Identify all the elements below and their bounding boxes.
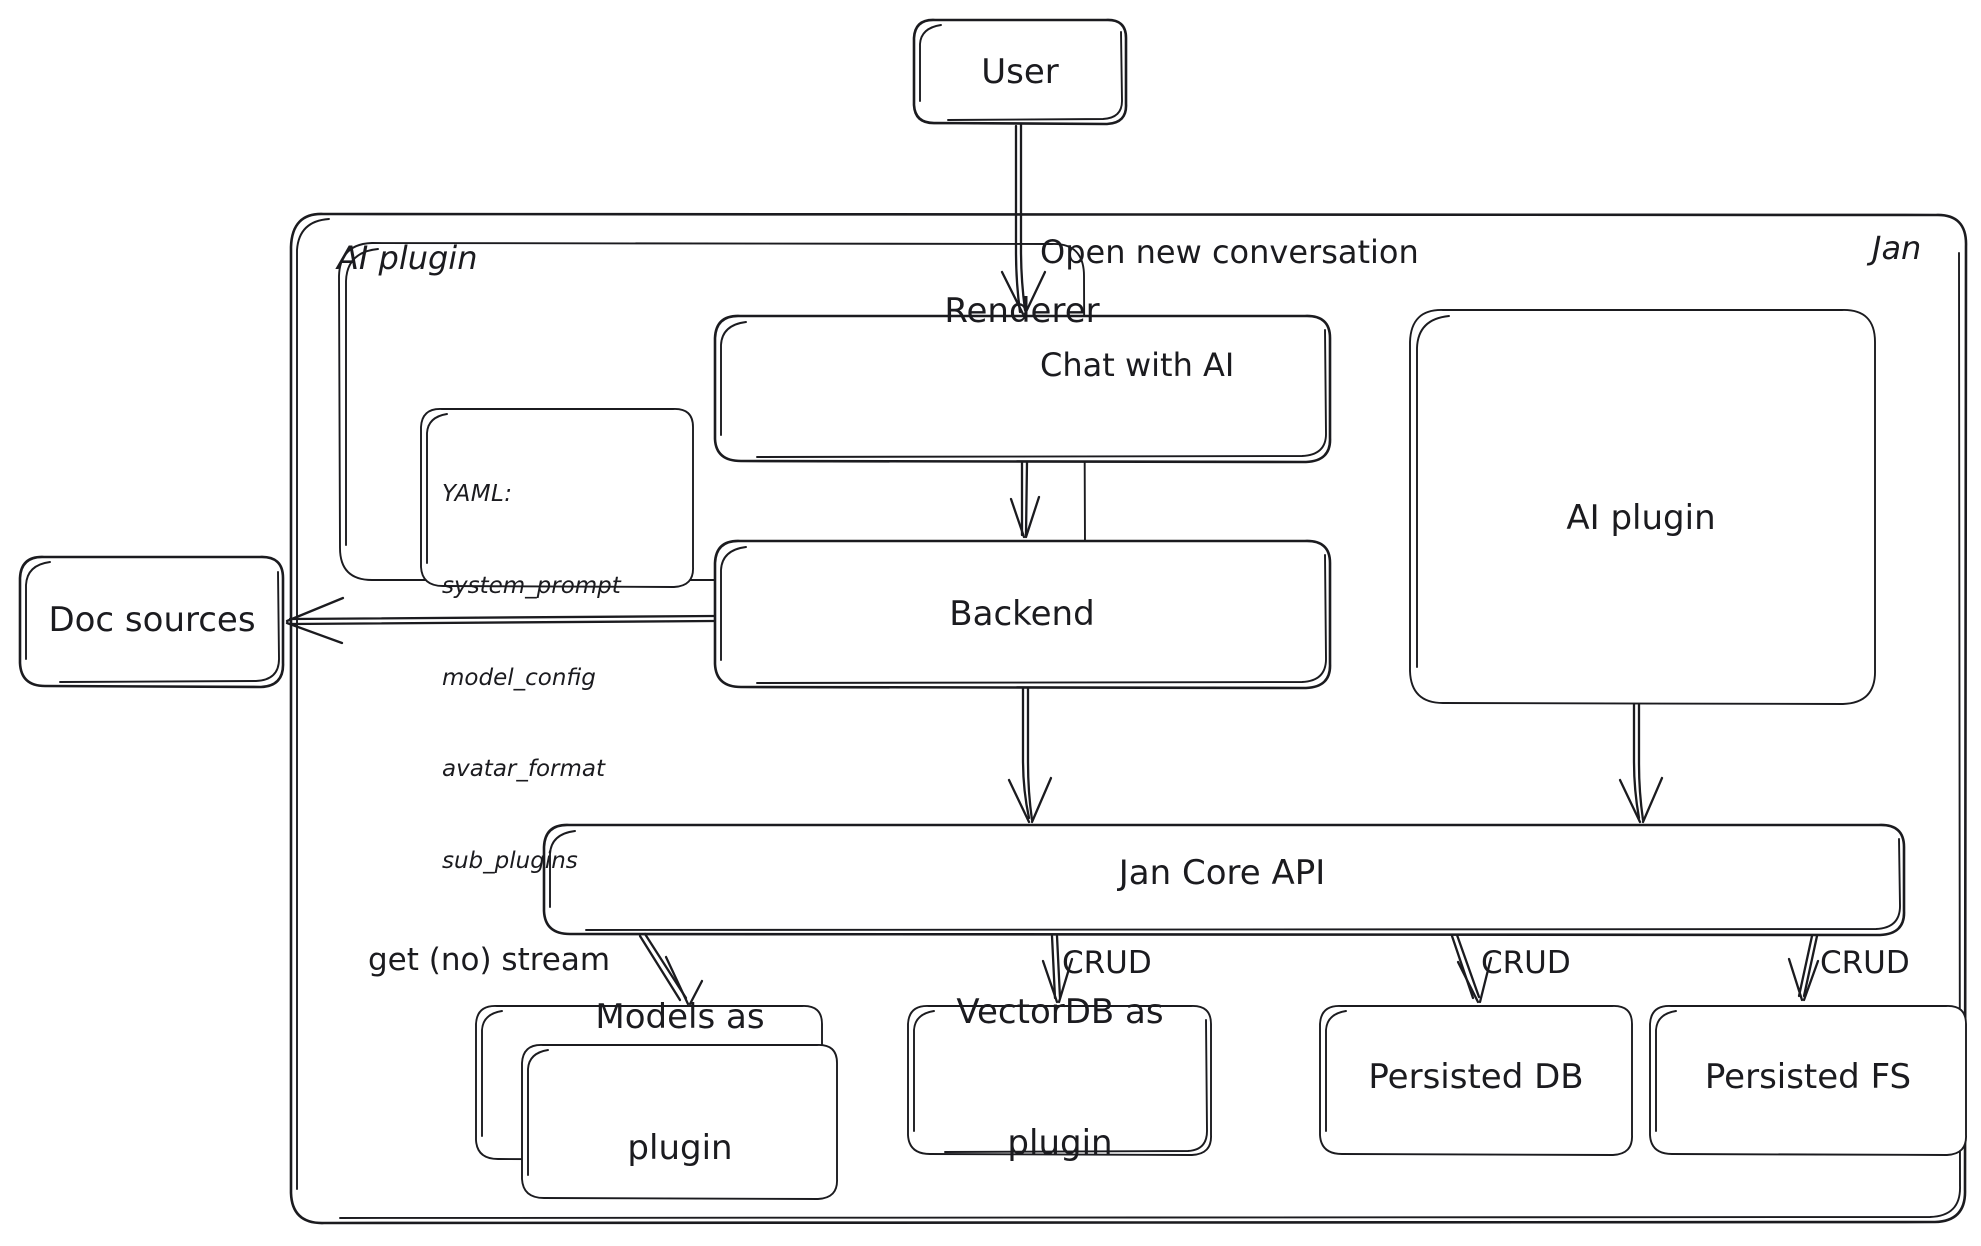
edge-backend-to-doc-sources	[285, 596, 716, 645]
node-ai-plugin-right-outline	[1409, 309, 1876, 705]
edge-core-to-persisted-fs	[1787, 934, 1820, 1002]
container-jan-outline	[289, 212, 1968, 1225]
edge-core-to-vectordb	[1041, 934, 1074, 1004]
node-doc-sources-outline	[18, 555, 285, 689]
node-renderer-outline	[713, 314, 1332, 464]
edge-backend-to-core	[1007, 686, 1053, 824]
node-persisted-db-outline	[1319, 1005, 1633, 1156]
edge-core-to-persisted-db	[1450, 933, 1493, 1004]
edge-renderer-to-backend	[1009, 460, 1041, 539]
node-yaml-card-outline	[420, 408, 694, 588]
edge-core-to-models	[638, 932, 704, 1006]
node-user-outline	[912, 18, 1128, 126]
node-backend-outline	[713, 539, 1332, 690]
node-models-plugin-outline	[521, 1044, 838, 1200]
node-vectordb-plugin-outline	[907, 1005, 1212, 1156]
node-persisted-fs-outline	[1649, 1005, 1967, 1156]
edge-aiplugin-to-core	[1618, 702, 1664, 824]
node-jan-core-api-outline	[542, 823, 1906, 937]
edge-user-to-renderer	[1000, 122, 1047, 316]
